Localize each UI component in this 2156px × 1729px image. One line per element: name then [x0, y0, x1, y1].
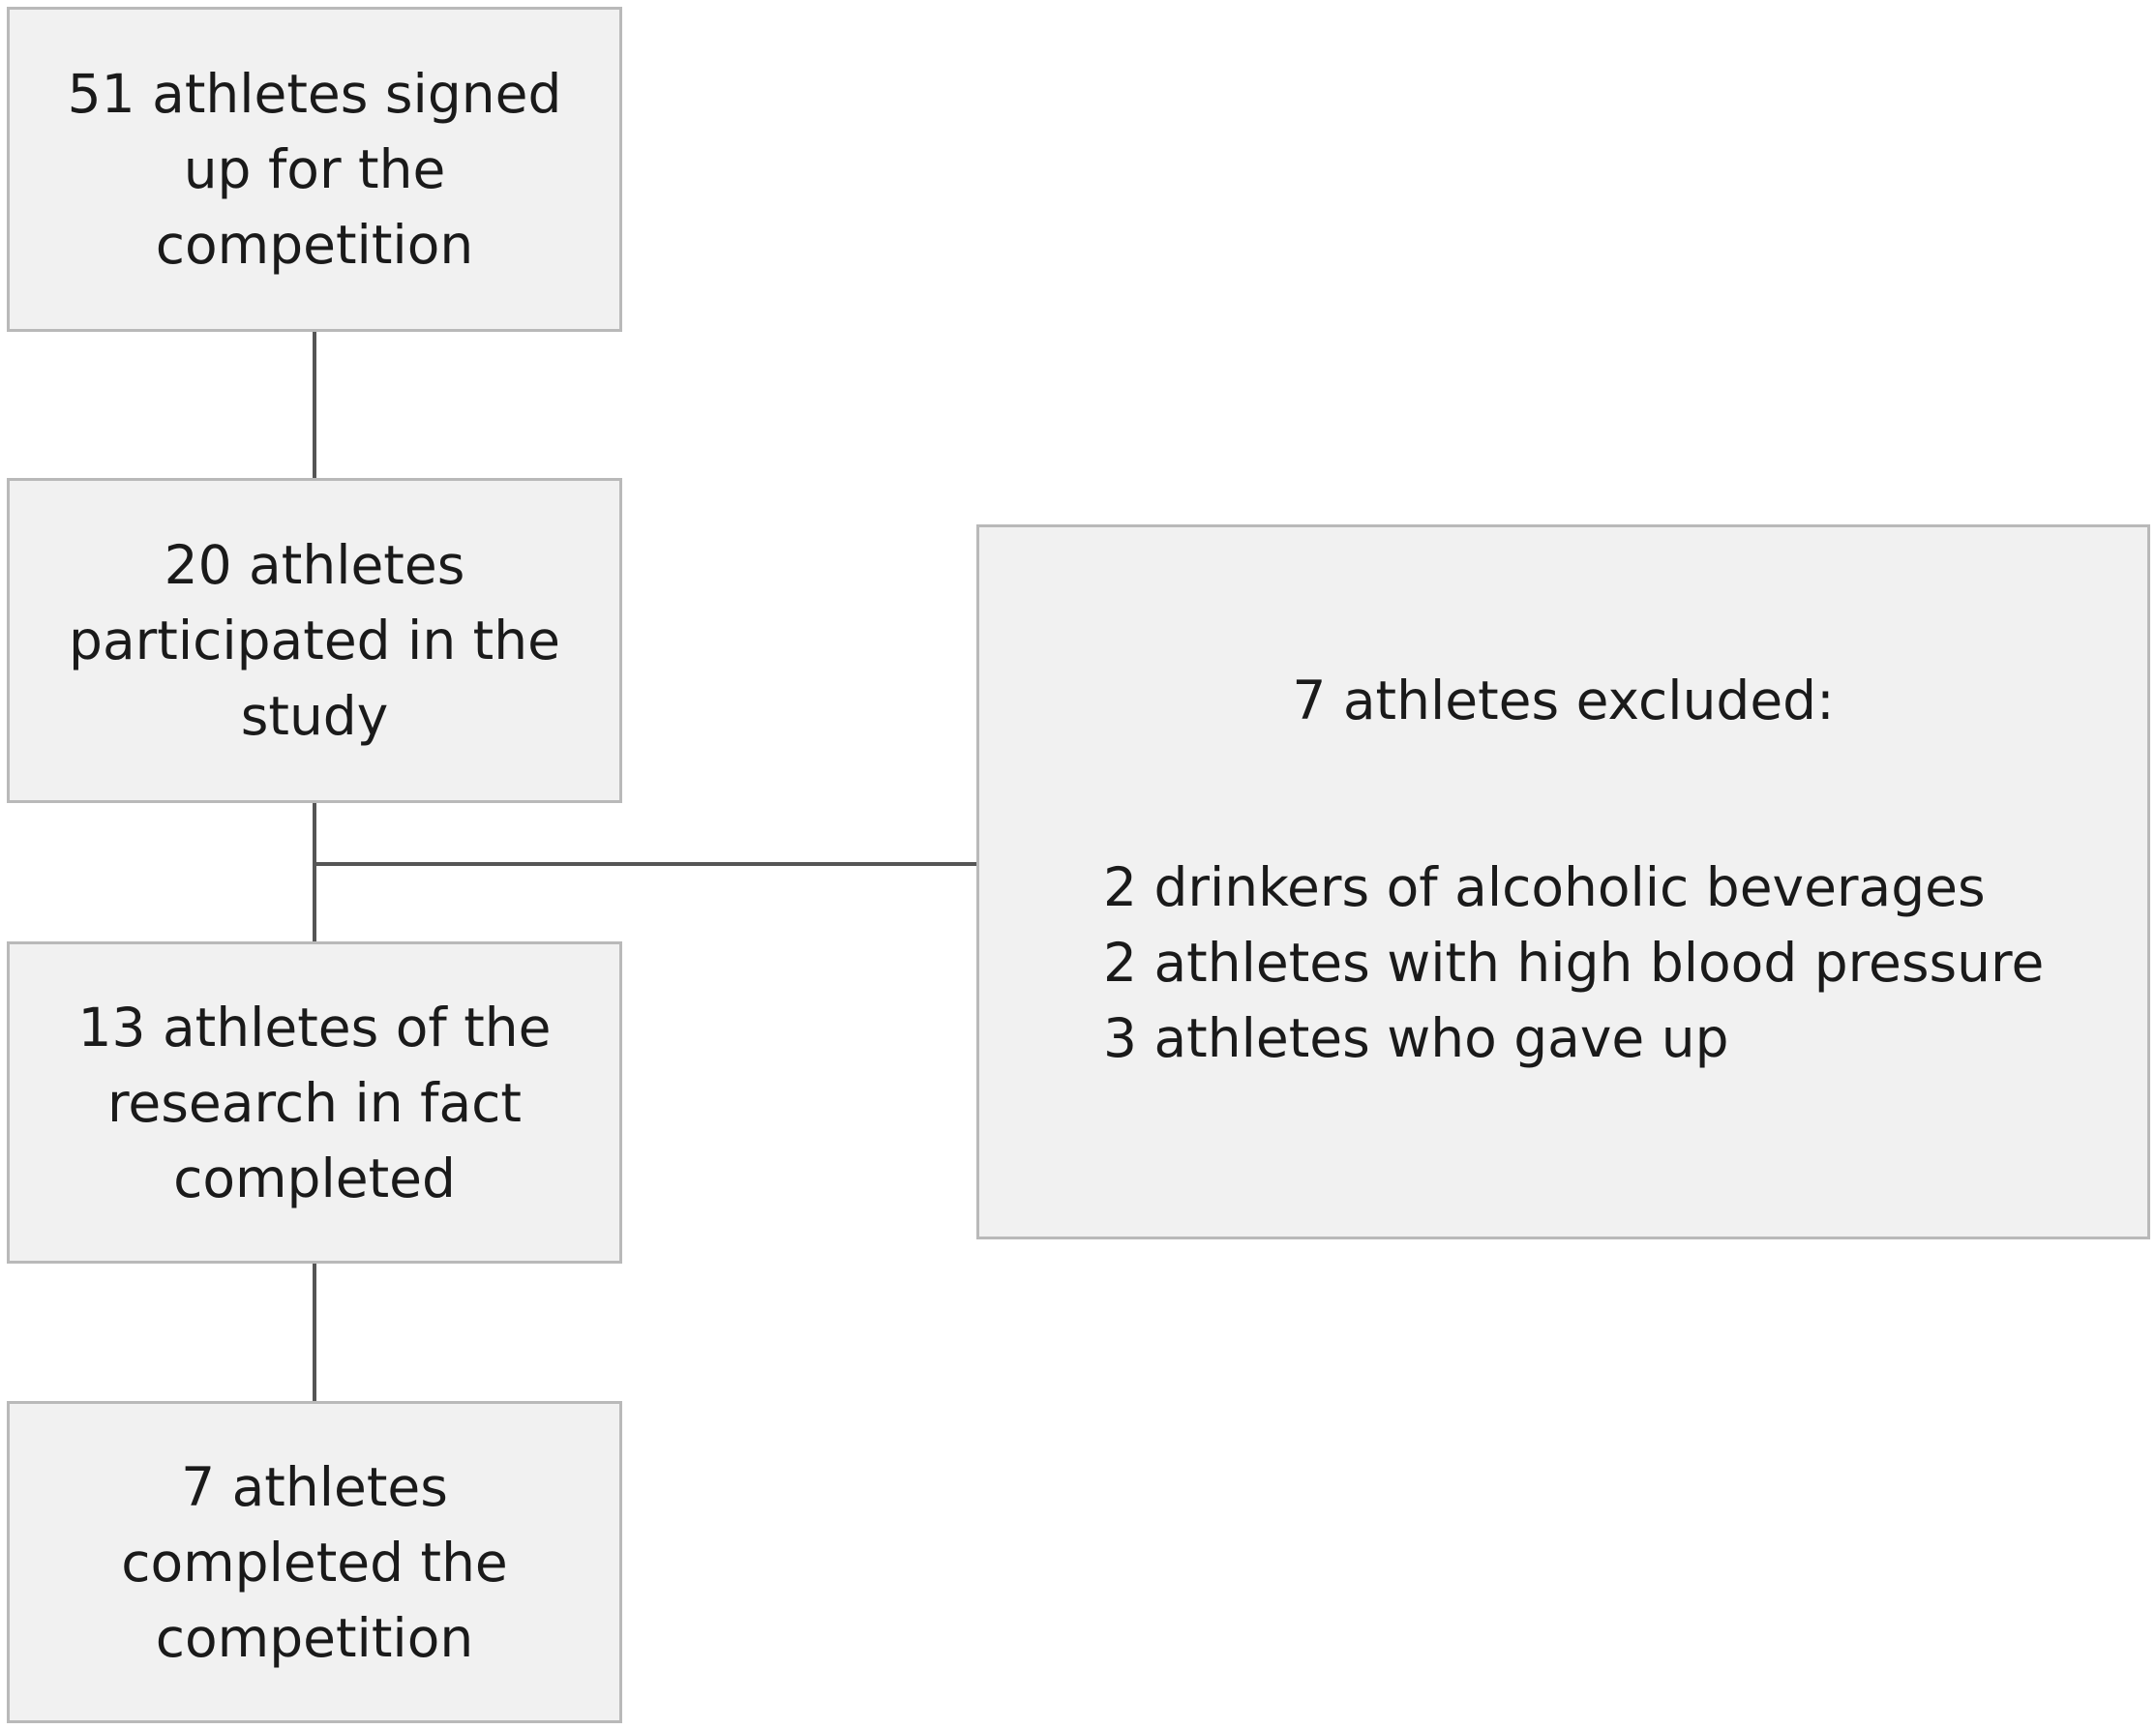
- box-research-completed-text: 13 athletes of the research in fact comp…: [77, 996, 552, 1209]
- excluded-title: 7 athletes excluded:: [1292, 670, 1835, 731]
- connector-signed-to-participated: [313, 332, 316, 478]
- box-competition-completed-text: 7 athletes completed the competition: [121, 1455, 508, 1669]
- connector-participated-to-completed: [313, 803, 316, 941]
- excluded-item-alcohol: 2 drinkers of alcoholic beverages: [1103, 856, 1986, 918]
- excluded-item-blood-pressure: 2 athletes with high blood pressure: [1103, 932, 2045, 994]
- box-signed-up: 51 athletes signed up for the competitio…: [7, 7, 622, 332]
- box-excluded: 7 athletes excluded: 2 drinkers of alcoh…: [976, 524, 2150, 1239]
- box-participated-text: 20 athletes participated in the study: [69, 534, 560, 747]
- excluded-item-gave-up: 3 athletes who gave up: [1103, 1007, 1729, 1069]
- box-competition-completed: 7 athletes completed the competition: [7, 1401, 622, 1723]
- box-research-completed: 13 athletes of the research in fact comp…: [7, 941, 622, 1264]
- excluded-list: 2 drinkers of alcoholic beverages 2 athl…: [1103, 850, 2044, 1076]
- box-participated: 20 athletes participated in the study: [7, 478, 622, 803]
- connector-completed-to-competition: [313, 1264, 316, 1401]
- connector-to-excluded: [313, 862, 976, 866]
- box-signed-up-text: 51 athletes signed up for the competitio…: [67, 63, 562, 276]
